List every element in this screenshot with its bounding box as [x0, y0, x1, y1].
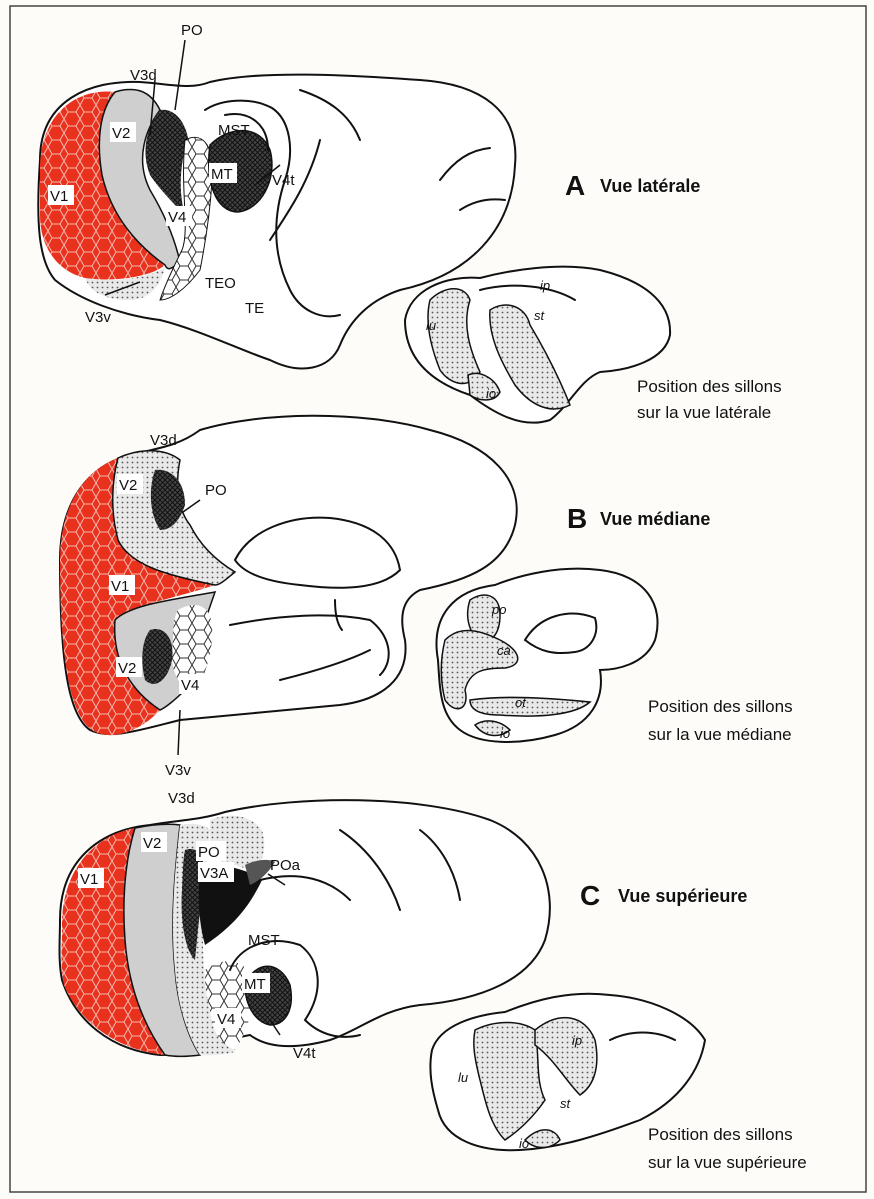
caption-c-line1: Position des sillons — [648, 1125, 793, 1144]
label-v3v-b: V3v — [165, 762, 191, 779]
mini-brain-a: ip st lu io — [405, 267, 670, 423]
sulcus-io-label-b: io — [500, 726, 510, 741]
sulcus-io-label-c: io — [519, 1136, 529, 1151]
label-v3v-a: V3v — [85, 309, 111, 326]
sulcus-st-label-a: st — [534, 308, 546, 323]
letter-b: B — [567, 503, 587, 534]
sulcus-po-label-b: po — [491, 602, 506, 617]
mini-brain-b: po ca ot io — [437, 569, 658, 742]
label-mt-a: MT — [211, 166, 233, 183]
sulcus-io-label-a: io — [486, 386, 496, 401]
label-v2-c: V2 — [143, 835, 161, 852]
letter-a: A — [565, 170, 585, 201]
label-v4t-a: V4t — [272, 172, 295, 189]
caption-a-line2: sur la vue latérale — [637, 403, 771, 422]
title-c: Vue supérieure — [618, 886, 747, 906]
sulcus-ip-label-c: ip — [572, 1033, 582, 1048]
letter-c: C — [580, 880, 600, 911]
caption-b-line1: Position des sillons — [648, 697, 793, 716]
label-v3d-c: V3d — [168, 790, 195, 807]
label-teo-a: TEO — [205, 275, 236, 292]
title-a: Vue latérale — [600, 176, 700, 196]
label-v4-b: V4 — [181, 677, 199, 694]
label-v3d-a: V3d — [130, 67, 157, 84]
sulcus-lu-label-a: lu — [426, 318, 436, 333]
label-v3a-c: V3A — [200, 865, 228, 882]
label-v1-a: V1 — [50, 188, 68, 205]
caption-a-line1: Position des sillons — [637, 377, 782, 396]
sulcus-st-label-c: st — [560, 1096, 572, 1111]
label-v4-c: V4 — [217, 1011, 235, 1028]
label-po-a: PO — [181, 22, 203, 39]
label-poa-c: POa — [270, 857, 301, 874]
label-v1-b: V1 — [111, 578, 129, 595]
label-mt-c: MT — [244, 976, 266, 993]
title-b: Vue médiane — [600, 509, 710, 529]
label-mst-c: MST — [248, 932, 280, 949]
caption-c-line2: sur la vue supérieure — [648, 1153, 807, 1172]
label-v2-a: V2 — [112, 125, 130, 142]
sulcus-ot-label-b: ot — [515, 695, 527, 710]
panel-b: V3d V2 PO V1 V2 V4 V3v B Vue médiane po … — [60, 416, 793, 779]
label-mst-a: MST — [218, 122, 250, 139]
label-v2-b: V2 — [119, 477, 137, 494]
label-v4t-c: V4t — [293, 1045, 316, 1062]
label-po-c: PO — [198, 844, 220, 861]
sulcus-lu-label-c: lu — [458, 1070, 468, 1085]
label-v1-c: V1 — [80, 871, 98, 888]
sulcus-ca-label-b: ca — [497, 643, 511, 658]
label-te-a: TE — [245, 300, 264, 317]
panel-c: V3d V2 PO V3A POa V1 MST MT V4 V4t C Vue… — [60, 790, 807, 1172]
label-v2b-b: V2 — [118, 660, 136, 677]
sulcus-ip-label-a: ip — [540, 278, 550, 293]
caption-b-line2: sur la vue médiane — [648, 725, 792, 744]
label-po-b: PO — [205, 482, 227, 499]
label-v4-a: V4 — [168, 209, 186, 226]
label-v3d-b: V3d — [150, 432, 177, 449]
panel-a: PO V3d V2 V1 MST MT V4t V4 TEO TE V3v A … — [38, 22, 781, 423]
